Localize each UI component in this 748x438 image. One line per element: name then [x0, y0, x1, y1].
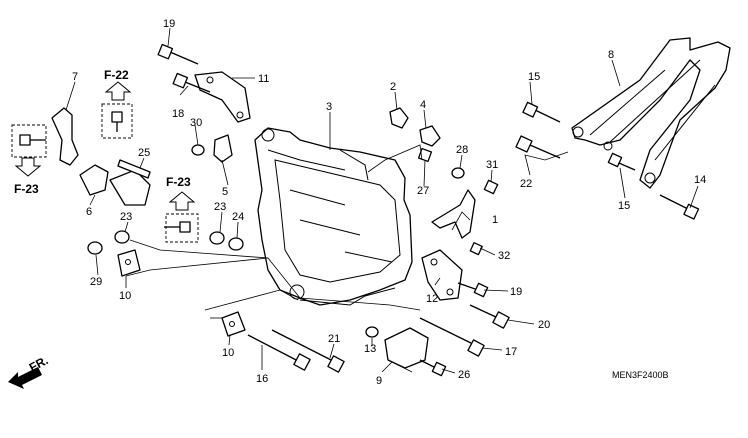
bracket-1 [431, 189, 476, 239]
callout-27: 27 [417, 185, 429, 197]
callout-31: 31 [486, 159, 498, 171]
callout-32: 32 [498, 250, 510, 262]
reference-f23-left-label: F-23 [14, 182, 39, 196]
callout-numbers: 3 2 4 27 28 31 1 32 12 19 20 17 26 13 9 … [72, 18, 706, 387]
bolt-22 [515, 135, 561, 159]
callout-3: 3 [326, 101, 332, 113]
bolt-26 [419, 359, 447, 377]
clip-2 [389, 107, 409, 129]
bolt-31 [483, 179, 499, 195]
callout-4: 4 [420, 99, 426, 111]
callout-5: 5 [222, 186, 228, 198]
bolt-20 [469, 304, 510, 329]
callout-2: 2 [390, 81, 396, 93]
clip-4 [419, 125, 441, 147]
main-frame [254, 127, 413, 306]
collar-23-left [114, 230, 130, 244]
drawing-code: MEN3F2400B [612, 370, 669, 380]
callout-15-upper: 15 [528, 71, 540, 83]
callout-20: 20 [538, 319, 550, 331]
ref-box-f22 [101, 103, 133, 139]
callout-18: 18 [172, 108, 184, 120]
callout-11: 11 [258, 73, 269, 85]
callout-14: 14 [694, 174, 706, 186]
callout-19-right: 19 [510, 286, 522, 298]
callout-25: 25 [138, 147, 150, 159]
sub-frame [571, 37, 731, 189]
reference-f22-label: F-22 [104, 68, 129, 82]
callout-26: 26 [458, 369, 470, 381]
arrow-up-f23 [168, 191, 196, 211]
nut-13 [365, 326, 379, 338]
ref-box-f23 [165, 213, 199, 243]
callout-16: 16 [256, 373, 268, 385]
bolt-32 [469, 242, 483, 256]
callout-17: 17 [505, 346, 517, 358]
callout-24: 24 [232, 211, 244, 223]
collar-24 [228, 237, 244, 251]
callout-29: 29 [90, 276, 102, 288]
callout-7: 7 [72, 71, 78, 83]
callout-10-upper: 10 [119, 290, 131, 302]
long-bolt-17 [419, 317, 485, 357]
callout-19-top: 19 [163, 18, 175, 30]
callout-1: 1 [492, 214, 498, 226]
callout-30: 30 [190, 117, 202, 129]
bolt-19-right [457, 282, 489, 298]
callout-13: 13 [364, 343, 376, 355]
callout-12: 12 [426, 293, 438, 305]
nut-28 [451, 167, 465, 179]
arrow-down-left [14, 157, 42, 177]
guard-9 [384, 327, 429, 369]
frame-bracket-11 [194, 71, 251, 123]
ref-box-left [11, 124, 47, 158]
bracket-7 [51, 107, 79, 166]
bolt-15-lower [607, 152, 636, 171]
long-bolt-21 [271, 329, 345, 373]
bolt-14 [659, 194, 700, 220]
arrow-up-f22 [104, 81, 132, 101]
bolt-f23-box [164, 221, 191, 233]
bolt-left-box [19, 134, 46, 146]
callout-23-mid: 23 [214, 201, 226, 213]
bolt-f22-box [111, 111, 123, 132]
callout-23-left: 23 [120, 211, 132, 223]
bracket-12 [421, 249, 463, 301]
callout-9: 9 [376, 375, 382, 387]
callout-8: 8 [608, 49, 614, 61]
callout-10-lower: 10 [222, 347, 234, 359]
collar-23-mid [209, 231, 225, 245]
reference-f23-mid-label: F-23 [166, 175, 191, 189]
bolt-15-upper [522, 101, 561, 123]
clip-5 [213, 134, 233, 163]
front-arrow-icon [8, 367, 42, 389]
long-bolt-16 [247, 334, 311, 371]
plate-10-upper [117, 249, 141, 277]
leader-lines [65, 27, 699, 374]
callout-22: 22 [520, 178, 532, 190]
nut-30 [191, 144, 205, 156]
bolt-19-top [157, 43, 199, 65]
callout-6: 6 [86, 206, 92, 218]
plate-10-lower [221, 311, 246, 337]
callout-15-lower: 15 [618, 200, 630, 212]
callout-28: 28 [456, 144, 468, 156]
nut-29 [87, 241, 103, 255]
callout-21: 21 [328, 333, 340, 345]
bolt-18 [172, 72, 211, 93]
